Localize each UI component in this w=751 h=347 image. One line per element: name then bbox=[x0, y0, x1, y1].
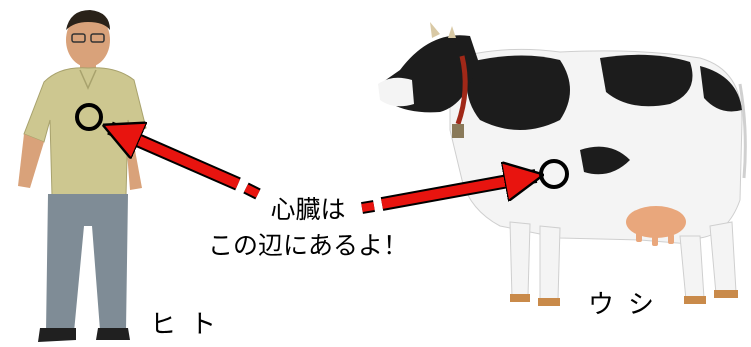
human-figure bbox=[18, 10, 147, 342]
heart-caption: 心臓は この辺にあるよ！ bbox=[188, 192, 428, 264]
arrow-to-human-heart bbox=[110, 128, 261, 200]
cow-figure bbox=[378, 22, 747, 306]
arrow-to-cow-heart bbox=[361, 176, 536, 214]
human-label: ヒト bbox=[150, 310, 231, 340]
cow-label: ウシ bbox=[588, 290, 669, 320]
cow-heart-marker bbox=[539, 159, 569, 189]
caption-line-2: この辺にあるよ！ bbox=[207, 231, 408, 260]
human-heart-marker bbox=[75, 103, 103, 131]
caption-line-1: 心臓は bbox=[270, 195, 346, 224]
